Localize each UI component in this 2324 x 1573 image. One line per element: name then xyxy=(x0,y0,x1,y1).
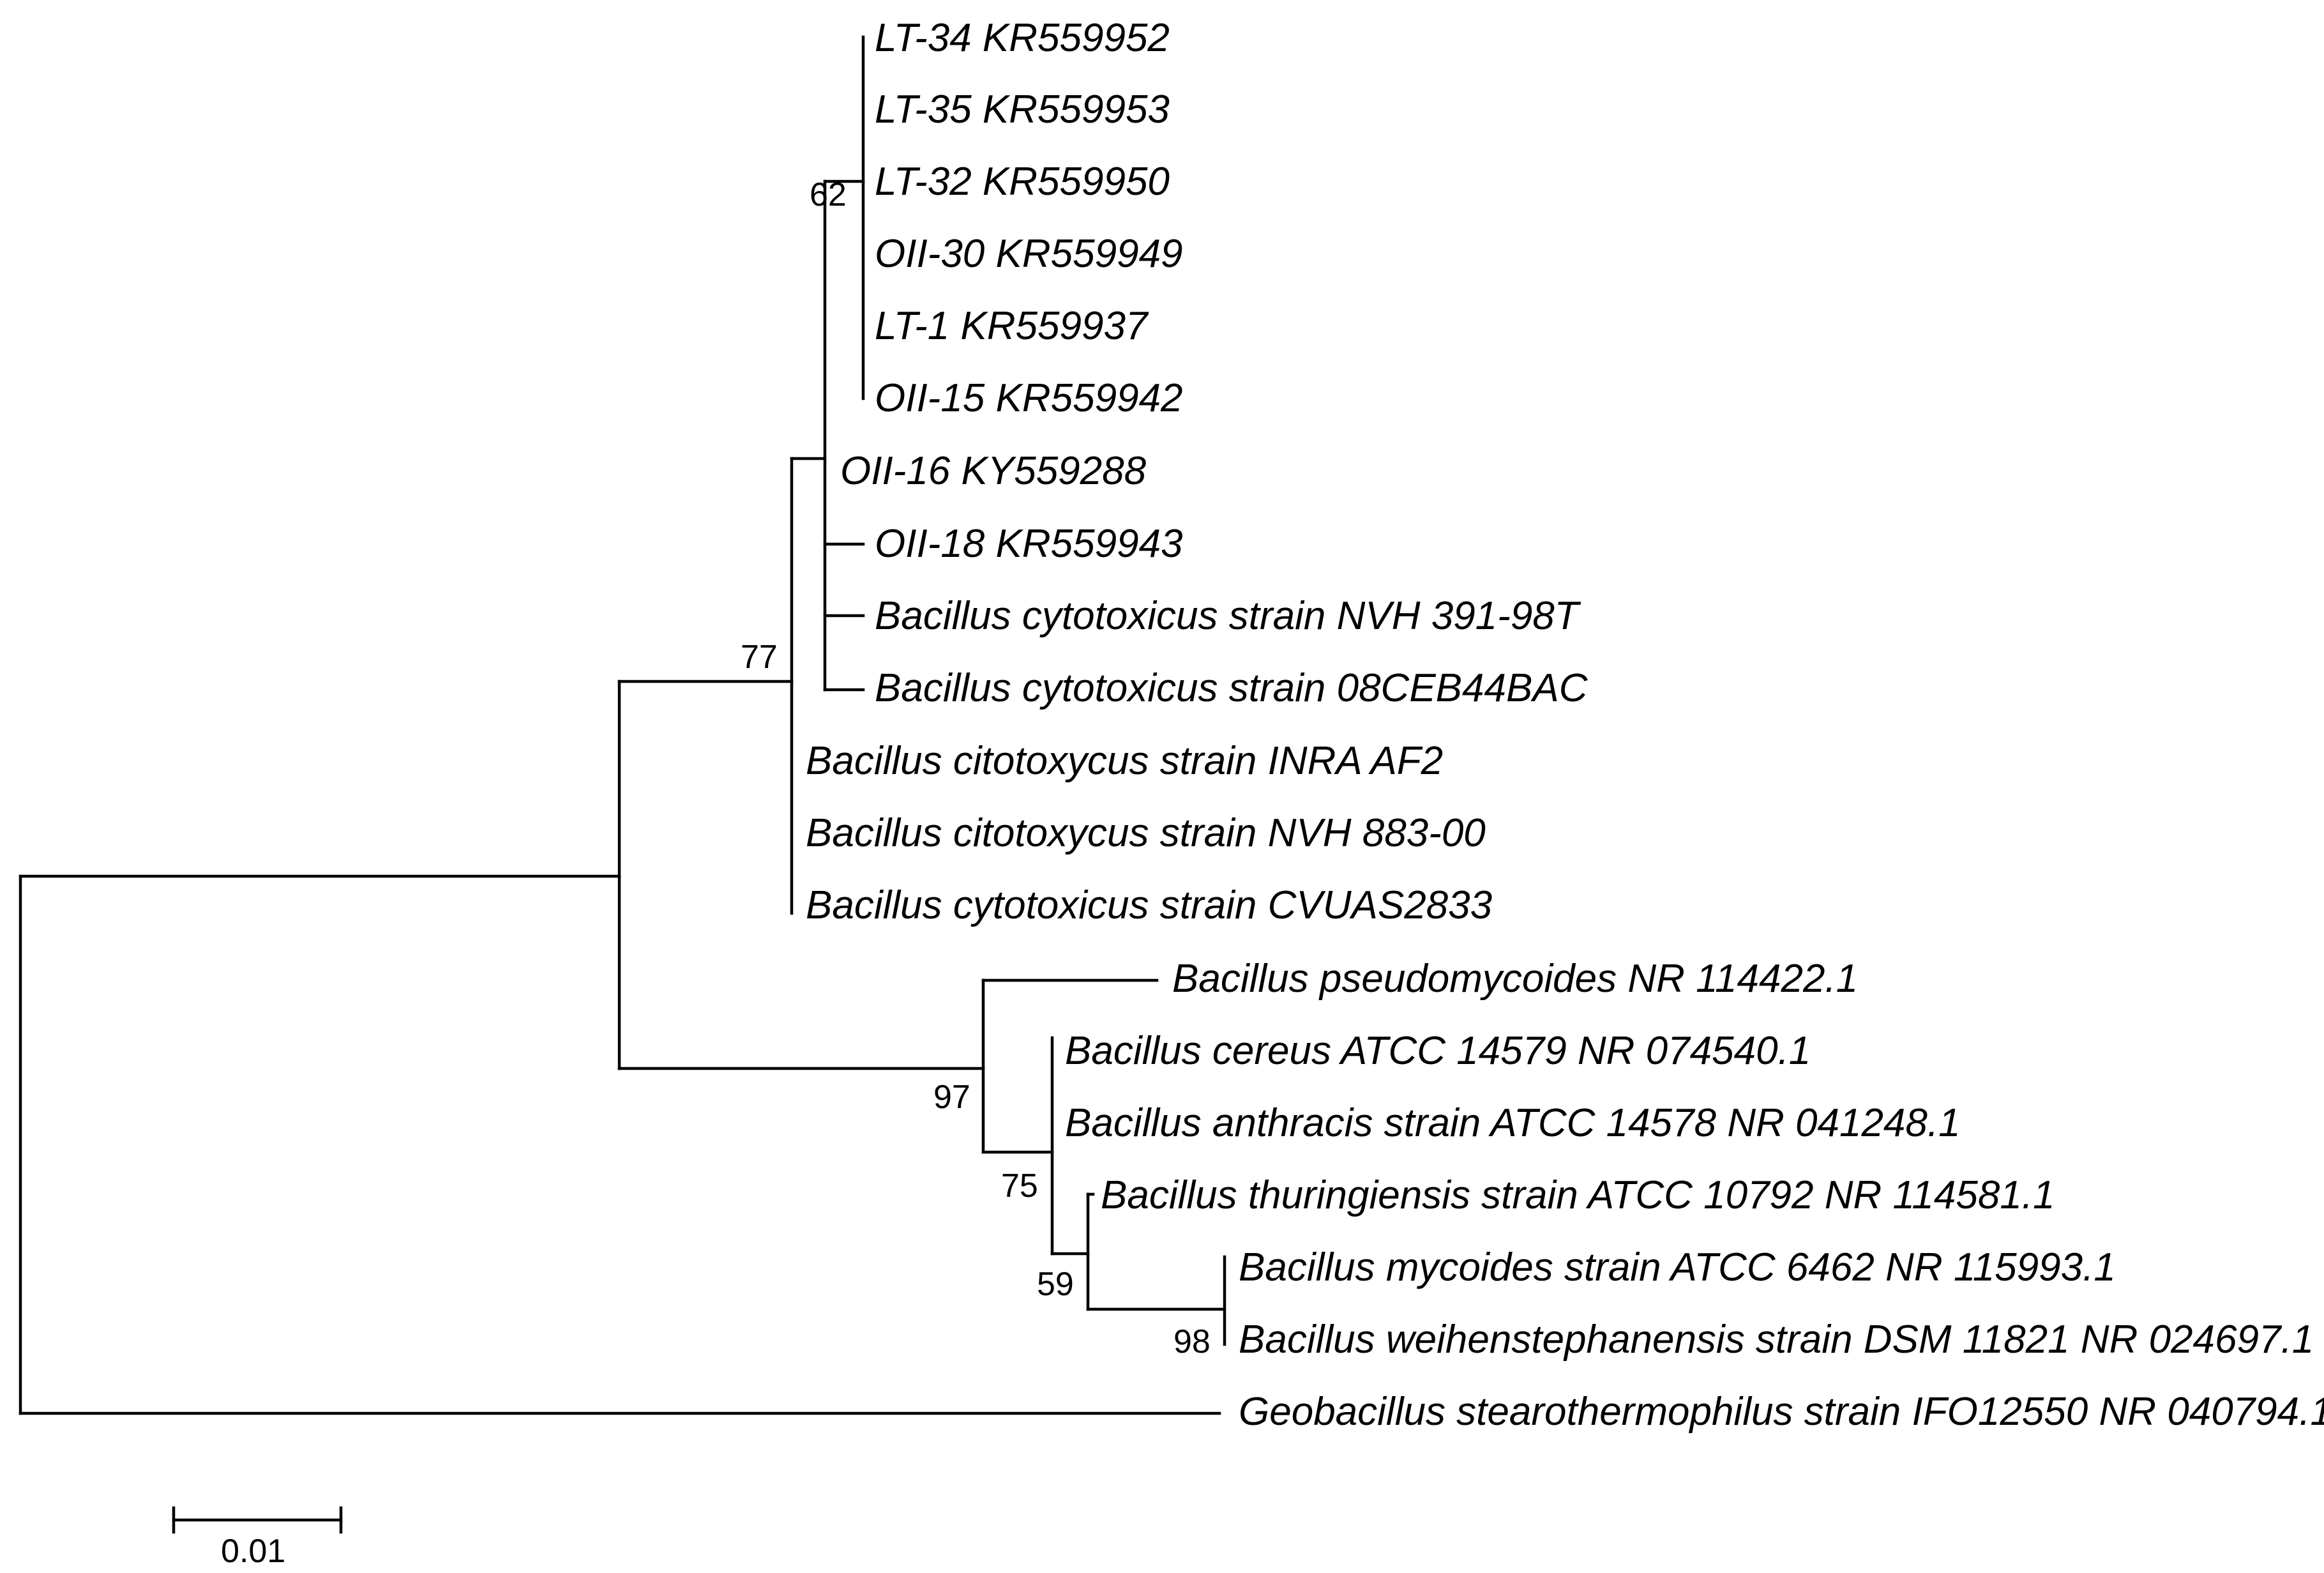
taxon-label: Geobacillus stearothermophilus strain IF… xyxy=(1239,1390,2324,1434)
taxon-label: Bacillus weihenstephanensis strain DSM 1… xyxy=(1239,1318,2314,1362)
taxon-label: OII-15 KR559942 xyxy=(875,376,1183,420)
taxon-label: Bacillus cereus ATCC 14579 NR 074540.1 xyxy=(1065,1029,1811,1073)
bootstrap-value: 59 xyxy=(1037,1266,1074,1303)
bootstrap-value: 98 xyxy=(1173,1323,1211,1360)
taxon-label: OII-18 KR559943 xyxy=(875,522,1183,566)
taxon-label: Bacillus anthracis strain ATCC 14578 NR … xyxy=(1065,1101,1961,1145)
scale-bar-label: 0.01 xyxy=(221,1533,285,1570)
tree-branches xyxy=(19,35,1226,1415)
bootstrap-value: 97 xyxy=(933,1079,970,1116)
taxon-label: LT-35 KR559953 xyxy=(875,87,1170,132)
bootstrap-values: 62 77 97 75 59 98 xyxy=(741,176,1211,1360)
leaf-labels: LT-34 KR559952 LT-35 KR559953 LT-32 KR55… xyxy=(806,16,2324,1434)
scale-bar: 0.01 xyxy=(172,1506,343,1570)
bootstrap-value: 77 xyxy=(741,639,778,676)
taxon-label: LT-1 KR559937 xyxy=(875,304,1149,348)
taxon-label: OII-30 KR559949 xyxy=(875,232,1183,276)
taxon-label: Bacillus citotoxycus strain INRA AF2 xyxy=(806,739,1443,783)
taxon-label: LT-32 KR559950 xyxy=(875,160,1170,204)
bootstrap-value: 75 xyxy=(1001,1167,1038,1204)
taxon-label: OII-16 KY559288 xyxy=(840,449,1147,493)
taxon-label: LT-34 KR559952 xyxy=(875,16,1170,60)
taxon-label: Bacillus cytotoxicus strain 08CEB44BAC xyxy=(875,666,1588,710)
taxon-label: Bacillus cytotoxicus strain CVUAS2833 xyxy=(806,883,1492,927)
bootstrap-value: 62 xyxy=(810,176,847,213)
taxon-label: Bacillus thuringiensis strain ATCC 10792… xyxy=(1101,1173,2055,1217)
taxon-label: Bacillus mycoides strain ATCC 6462 NR 11… xyxy=(1239,1245,2116,1289)
taxon-label: Bacillus cytotoxicus strain NVH 391-98T xyxy=(875,594,1581,638)
taxon-label: Bacillus pseudomycoides NR 114422.1 xyxy=(1172,957,1858,1001)
taxon-label: Bacillus citotoxycus strain NVH 883-00 xyxy=(806,811,1486,855)
